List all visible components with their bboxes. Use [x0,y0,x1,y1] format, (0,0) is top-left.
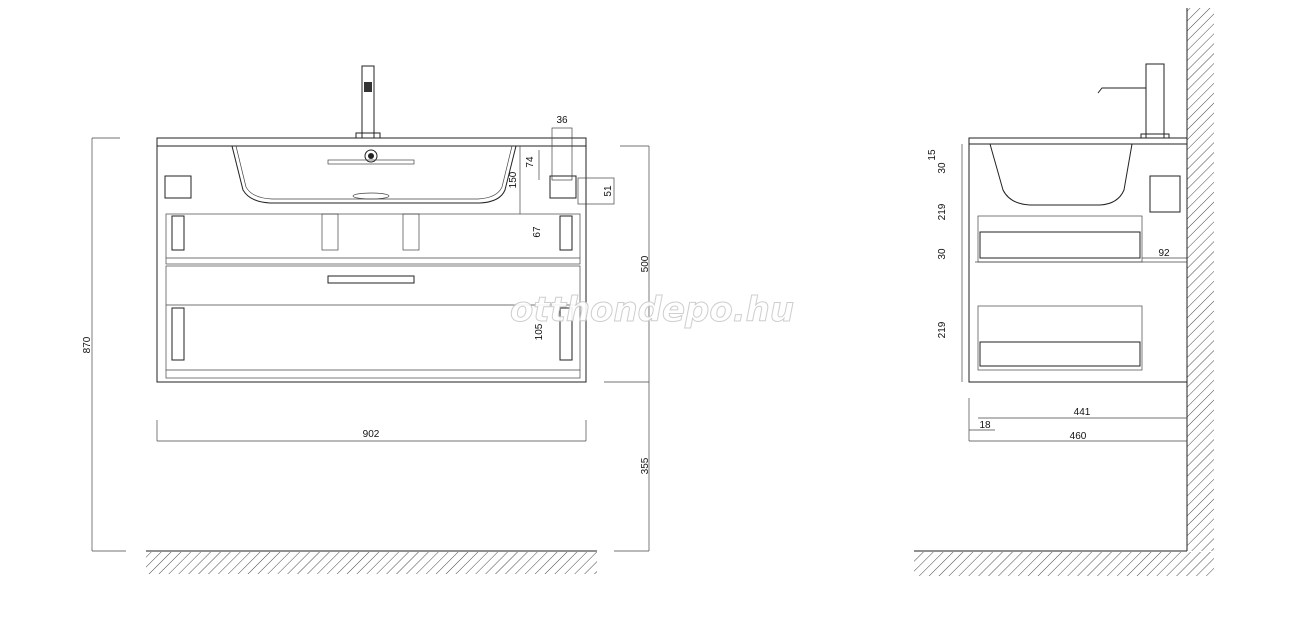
dim-drawer2-gap: 105 [534,323,545,340]
bracket-left-icon [164,175,192,199]
dim-bracket-w: 36 [556,115,568,126]
dim-basin-depth: 150 [508,171,519,188]
dim-top: 15 [927,149,938,161]
dim-bracket-v: 74 [525,156,536,168]
dim-height-1: 219 [937,203,948,220]
side-view: 15 30 219 30 219 92 441 18 460 [914,8,1214,576]
faucet-icon [355,65,381,139]
dim-drawer1-gap: 67 [532,226,543,238]
drawer-side-2 [977,305,1143,371]
cabinet-body [156,145,587,383]
dim-bracket-h: 51 [603,185,614,197]
overflow-icon [364,149,378,163]
dim-cabinet-height: 500 [640,255,651,272]
front-view: 870 902 500 355 36 74 150 51 67 105 [82,65,651,574]
dim-offset: 92 [1158,248,1170,259]
floor-hatch [146,550,597,574]
dim-mount-height: 355 [640,457,651,474]
bracket-right-icon [549,175,577,199]
floor-hatch-side [914,550,1214,576]
drawer-1 [165,213,581,265]
cabinet-side [968,143,1188,383]
basin-side [989,143,1133,206]
dim-width: 902 [363,429,380,440]
countertop-side [968,137,1188,145]
dim-depth-total: 460 [1070,431,1087,442]
dim-height-2: 219 [937,321,948,338]
faucet-side-icon [1097,63,1170,139]
bracket-side-icon [1149,175,1181,213]
countertop [156,137,587,147]
dim-total-height: 870 [82,336,93,353]
wall-hatch [1186,8,1214,551]
dim-gap-2: 30 [937,248,948,260]
dim-gap-1: 30 [937,162,948,174]
watermark-text: otthondepo.hu [510,290,794,330]
drawer-side-1 [975,215,1187,263]
dim-side: 18 [979,420,991,431]
dim-depth-inner: 441 [1074,407,1091,418]
drawer-2 [165,265,581,379]
basin [231,145,517,204]
